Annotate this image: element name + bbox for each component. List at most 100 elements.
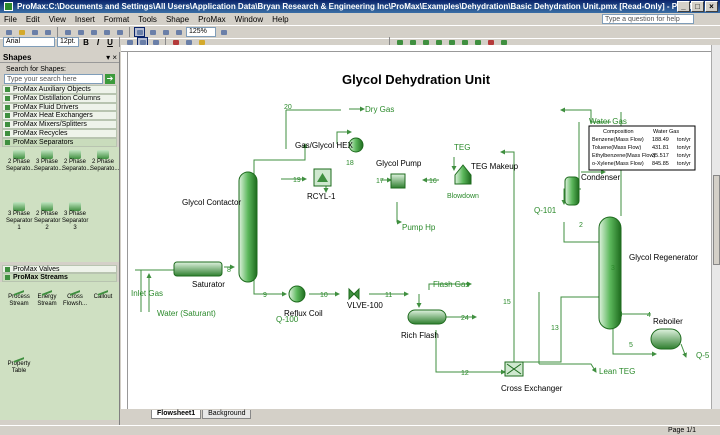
shape-search-input[interactable]: Type your search here	[4, 74, 103, 84]
menu-tools[interactable]: Tools	[138, 14, 157, 24]
stencil-auxiliary-objects[interactable]: ProMax Auxiliary Objects	[2, 85, 117, 94]
zoom-combo[interactable]: 125%	[186, 27, 216, 37]
font-size-combo[interactable]: 12pt.	[57, 37, 79, 47]
stream-number: 13	[551, 325, 559, 332]
menu-promax[interactable]: ProMax	[198, 14, 226, 24]
promax-error-icon[interactable]	[485, 37, 496, 47]
align-right-icon[interactable]	[150, 37, 161, 47]
valve-icon[interactable]	[348, 287, 360, 301]
glycol-pump-icon[interactable]	[390, 173, 406, 189]
promax-report-icon[interactable]	[446, 37, 457, 47]
shape-item[interactable]: Cross Flowsh...	[62, 283, 88, 350]
tab-background[interactable]: Background	[202, 410, 252, 419]
vertical-scrollbar[interactable]	[711, 45, 720, 409]
shape-item[interactable]: 2 Phase Separato...	[90, 149, 119, 200]
new-icon[interactable]	[3, 27, 14, 37]
font-name-combo[interactable]: Arial	[3, 37, 55, 47]
stream-number: 12	[461, 370, 469, 377]
shape-item[interactable]: Property Table	[6, 350, 32, 417]
stream-number: 19	[293, 177, 301, 184]
menu-file[interactable]: File	[4, 14, 17, 24]
help-icon[interactable]	[218, 27, 229, 37]
pointer-tool-icon[interactable]	[134, 27, 145, 37]
rich-flash-icon[interactable]	[407, 309, 447, 325]
saturator-icon[interactable]	[173, 261, 223, 277]
stencil-mixers-splitters[interactable]: ProMax Mixers/Splitters	[2, 120, 117, 129]
minimize-button[interactable]: _	[677, 1, 690, 12]
open-icon[interactable]	[16, 27, 27, 37]
promax-solve-icon[interactable]	[394, 37, 405, 47]
menu-help[interactable]: Help	[272, 14, 289, 24]
table-cell: 35.517	[652, 153, 669, 159]
label-cross-exchanger: Cross Exchanger	[501, 384, 563, 393]
teg-makeup-icon[interactable]	[454, 164, 472, 185]
menu-edit[interactable]: Edit	[25, 14, 40, 24]
line-color-icon[interactable]	[183, 37, 194, 47]
shape-item[interactable]: 2 Phase Separato...	[6, 149, 35, 200]
line-tool-icon[interactable]	[173, 27, 184, 37]
panel-close-icon[interactable]: ▾ ×	[106, 53, 117, 62]
close-button[interactable]: ×	[705, 1, 718, 12]
search-go-button[interactable]: ➔	[105, 74, 115, 84]
tab-flowsheet1[interactable]: Flowsheet1	[151, 410, 202, 419]
promax-options-icon[interactable]	[498, 37, 509, 47]
condenser-icon[interactable]	[564, 176, 580, 206]
shape-item[interactable]: 3 Phase Separator 3	[62, 201, 88, 259]
font-color-icon[interactable]	[170, 37, 181, 47]
property-table-water-gas[interactable]: Composition Water Gas Benzene(Mass Flow)…	[588, 125, 696, 171]
align-left-icon[interactable]	[124, 37, 135, 47]
shape-item[interactable]: 3 Phase Separato...	[34, 149, 63, 200]
shape-item[interactable]: Process Stream	[6, 283, 32, 350]
print-icon[interactable]	[42, 27, 53, 37]
stencil-fluid-drivers[interactable]: ProMax Fluid Drivers	[2, 102, 117, 112]
drawing-canvas[interactable]: Glycol Dehydration Unit	[121, 52, 711, 409]
help-search-input[interactable]: Type a question for help	[602, 14, 694, 24]
shape-item[interactable]: 2 Phase Separator 2	[34, 201, 60, 259]
menu-window[interactable]: Window	[234, 14, 264, 24]
paste-icon[interactable]	[88, 27, 99, 37]
underline-button[interactable]: U	[107, 37, 113, 47]
stencil-streams[interactable]: ProMax Streams	[2, 273, 117, 283]
shape-item[interactable]: 3 Phase Separator 1	[6, 201, 32, 259]
stream-number: 10	[320, 292, 328, 299]
stencil-distillation-columns[interactable]: ProMax Distillation Columns	[2, 93, 117, 103]
copy-icon[interactable]	[75, 27, 86, 37]
fill-color-icon[interactable]	[196, 37, 207, 47]
text-tool-icon[interactable]	[160, 27, 171, 37]
cut-icon[interactable]	[62, 27, 73, 37]
gas-glycol-hex-icon[interactable]	[348, 137, 364, 153]
reboiler-icon[interactable]	[650, 328, 682, 350]
save-icon[interactable]	[29, 27, 40, 37]
bold-button[interactable]: B	[83, 37, 89, 47]
stencil-valves[interactable]: ProMax Valves	[2, 264, 117, 274]
promax-plot-icon[interactable]	[472, 37, 483, 47]
shape-item[interactable]: 2 Phase Separato...	[62, 149, 91, 200]
stencil-recycles[interactable]: ProMax Recycles	[2, 128, 117, 138]
glycol-regenerator-column[interactable]	[598, 216, 622, 330]
redo-icon[interactable]	[114, 27, 125, 37]
shape-item[interactable]: Callout	[90, 283, 116, 350]
menu-format[interactable]: Format	[103, 14, 130, 24]
promax-project-icon[interactable]	[433, 37, 444, 47]
glycol-contactor-column[interactable]	[238, 171, 258, 283]
menu-insert[interactable]: Insert	[74, 14, 95, 24]
promax-env-icon[interactable]	[420, 37, 431, 47]
maximize-button[interactable]: □	[691, 1, 704, 12]
reflux-coil-icon[interactable]	[288, 285, 306, 303]
stream-q101: Q-101	[534, 206, 557, 215]
menu-view[interactable]: View	[48, 14, 66, 24]
label-reflux-coil: Reflux Coil	[284, 309, 323, 318]
promax-stop-icon[interactable]	[407, 37, 418, 47]
stencil-heat-exchangers[interactable]: ProMax Heat Exchangers	[2, 111, 117, 121]
menu-shape[interactable]: Shape	[165, 14, 190, 24]
stream-number: 2	[579, 222, 583, 229]
scroll-thumb[interactable]	[713, 175, 720, 265]
shape-item[interactable]: Energy Stream	[34, 283, 60, 350]
stencil-separators[interactable]: ProMax Separators	[2, 137, 117, 147]
promax-table-icon[interactable]	[459, 37, 470, 47]
italic-button[interactable]: I	[96, 37, 100, 47]
table-cell: 845.85	[652, 161, 669, 167]
connector-tool-icon[interactable]	[147, 27, 158, 37]
label-regenerator: Glycol Regenerator	[629, 253, 698, 262]
undo-icon[interactable]	[101, 27, 112, 37]
